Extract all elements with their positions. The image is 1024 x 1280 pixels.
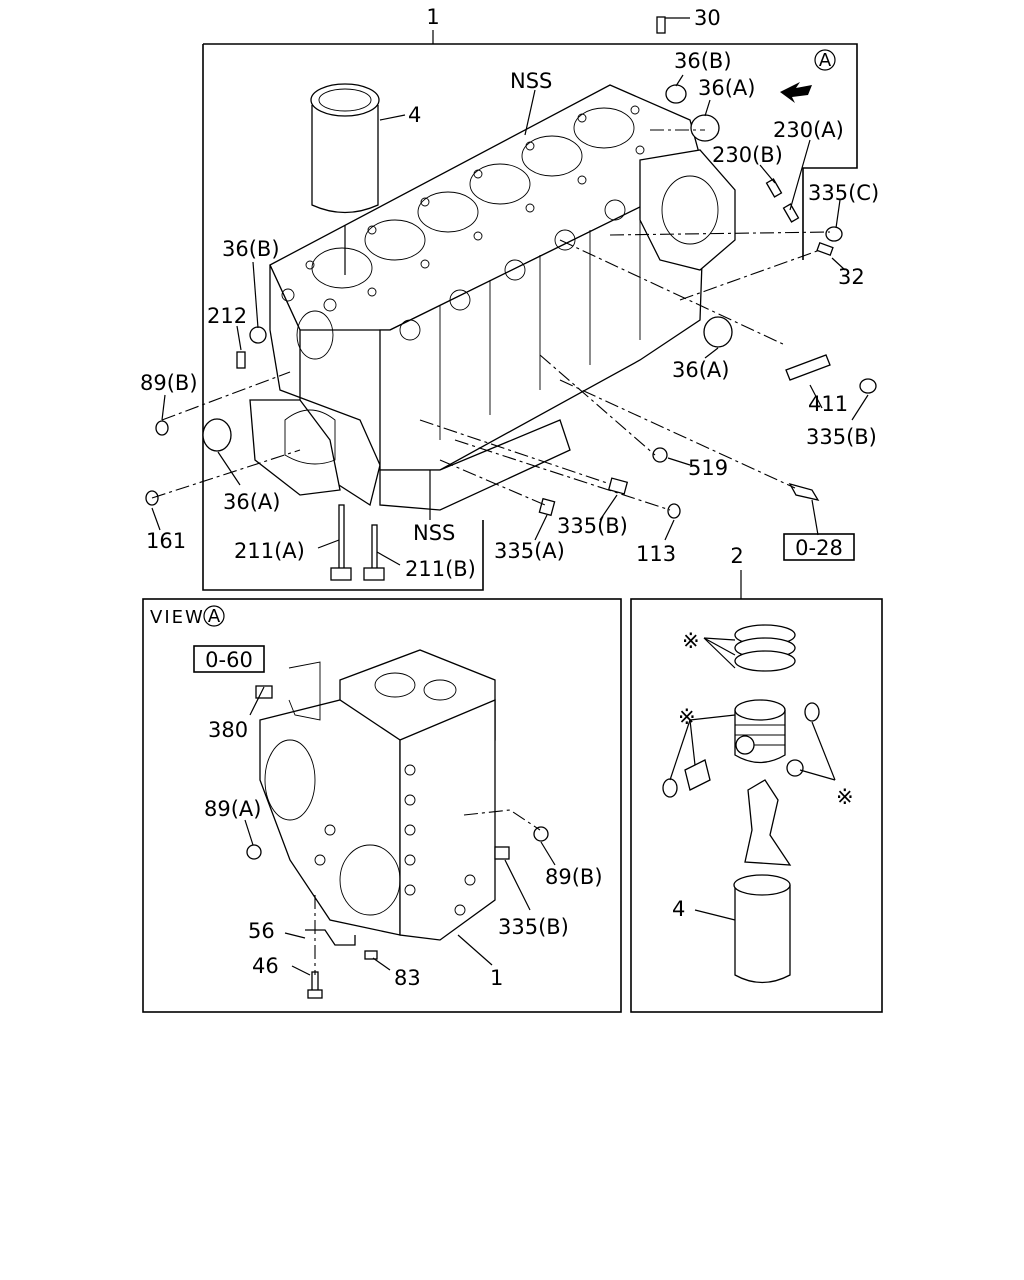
part-label[interactable]: NSS: [510, 69, 552, 93]
part-label[interactable]: 36(B): [674, 49, 732, 73]
service-kit-marker[interactable]: ※: [682, 629, 700, 653]
cylinder-block: [249, 84, 736, 511]
part-label[interactable]: 335(B): [806, 425, 877, 449]
part-label[interactable]: 411: [808, 392, 848, 416]
part-label[interactable]: 211(B): [405, 557, 476, 581]
part-label[interactable]: 335(B): [557, 514, 628, 538]
view-a-labels: 380 89(A) 89(B) 335(B) 56 46 83 1: [204, 718, 603, 990]
part-label[interactable]: 30: [694, 6, 721, 30]
cylinder-liner-part: [310, 83, 380, 214]
part-label[interactable]: 519: [688, 456, 728, 480]
part-label[interactable]: 212: [207, 304, 247, 328]
ref-box-0-60[interactable]: [193, 645, 265, 673]
part-label[interactable]: 211(A): [234, 539, 305, 563]
piston-group: [662, 624, 820, 984]
view-title: VIEW: [150, 607, 205, 628]
part-label[interactable]: 36(A): [223, 490, 280, 514]
part-label[interactable]: 36(A): [672, 358, 729, 382]
group-number-block: 1: [426, 5, 439, 29]
marker-a-top: A: [819, 50, 832, 71]
view-a-frame: [142, 598, 622, 1013]
part-label[interactable]: 4: [672, 897, 685, 921]
plug-36b: [665, 84, 687, 104]
view-a-marker-top: [814, 49, 836, 71]
part-label[interactable]: 83: [394, 966, 421, 990]
part-label[interactable]: NSS: [413, 521, 455, 545]
piston-labels: ※ ※ ※ 4: [672, 629, 854, 921]
part-label[interactable]: 89(A): [204, 797, 261, 821]
piston-group-frame: [630, 598, 883, 1013]
bolt-211b: [363, 524, 385, 581]
service-kit-marker[interactable]: ※: [678, 705, 696, 729]
view-a-marker-letter: A: [208, 606, 221, 627]
part-label[interactable]: 113: [636, 542, 676, 566]
part-30: [656, 16, 666, 34]
part-label[interactable]: 36(B): [222, 237, 280, 261]
part-label[interactable]: 230(B): [712, 143, 783, 167]
ref-box-0-28[interactable]: [783, 533, 855, 561]
part-label[interactable]: 89(B): [140, 371, 198, 395]
cylinder-block-frame: [203, 43, 858, 260]
part-label[interactable]: 335(B): [498, 915, 569, 939]
bolt-211a: [330, 504, 352, 581]
part-label[interactable]: 161: [146, 529, 186, 553]
plug-36a: [690, 114, 720, 142]
ref-box-label: 0-28: [795, 536, 843, 560]
part-label[interactable]: 46: [252, 954, 279, 978]
view-a-block: [259, 649, 496, 941]
part-label[interactable]: 89(B): [545, 865, 603, 889]
cylinder-block-frame-left: [202, 44, 484, 591]
part-label[interactable]: 4: [408, 103, 421, 127]
part-label[interactable]: 335(C): [808, 181, 879, 205]
part-label[interactable]: 335(A): [494, 539, 565, 563]
group-number-piston: 2: [730, 544, 743, 568]
service-kit-marker[interactable]: ※: [836, 785, 854, 809]
part-label[interactable]: 32: [838, 265, 865, 289]
part-label[interactable]: 56: [248, 919, 275, 943]
ref-box-label: 0-60: [205, 648, 253, 672]
part-label[interactable]: 1: [490, 966, 503, 990]
part-label[interactable]: 230(A): [773, 118, 844, 142]
view-arrow-icon: [780, 82, 812, 103]
top-labels: 30 36(B) 36(A) NSS 4 230(A) 230(B) 335(C…: [140, 6, 879, 581]
view-a-marker-circle: [203, 605, 225, 627]
part-label[interactable]: 36(A): [698, 76, 755, 100]
part-label[interactable]: 380: [208, 718, 248, 742]
